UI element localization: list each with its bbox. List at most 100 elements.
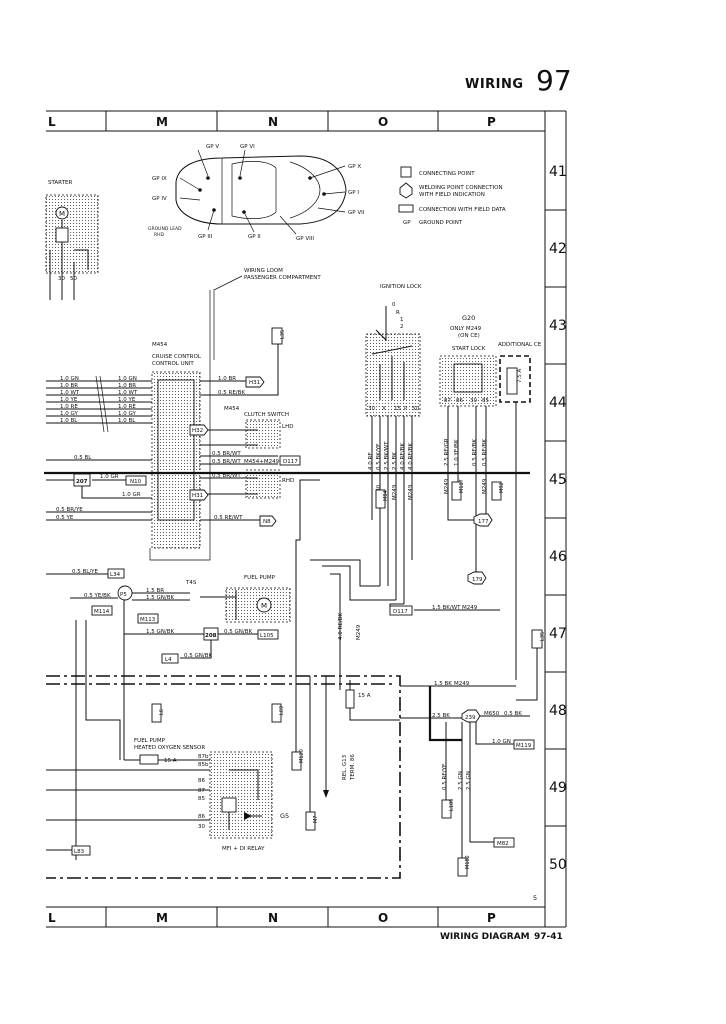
connector-label: 239 (465, 715, 476, 721)
ground-point-dot (198, 188, 202, 192)
gp-label: GP I (348, 190, 359, 196)
lock-position: 2 (400, 324, 404, 330)
wire-label: 1.0 WT (118, 390, 138, 396)
lock-position: 0 (392, 302, 396, 308)
ground-point-dot (322, 192, 326, 196)
connector-label: H31 (192, 493, 203, 499)
row-label: 42 (549, 241, 567, 257)
component-label: IGNITION LOCK (380, 284, 422, 290)
gp-leader (179, 197, 201, 201)
component-label: HEATED OXYGEN SENSOR (134, 745, 205, 751)
start-lock-g20: G20 ONLY M249 (ON CE) START LOCK ADDITIO… (439, 314, 542, 407)
gp-label: GP VIII (296, 236, 314, 242)
rel-label: REL. G13 (342, 754, 348, 780)
diagram-frame (46, 110, 567, 928)
wire-label: M249 (356, 624, 362, 640)
pin-number: P (404, 406, 408, 412)
wire-label: 2.5 RE/GR (444, 438, 450, 466)
component-label: CONTROL UNIT (152, 361, 194, 367)
connector-m117 (451, 481, 462, 501)
wire-label: 4.0 RE (368, 452, 374, 470)
footer-page-ref: 97-41 (534, 932, 563, 942)
connector-label: L6 (159, 709, 165, 715)
connector-label: L35 (280, 330, 286, 339)
connector-label: D117 (393, 609, 408, 615)
wire-label: 0.5 BR/WT (212, 451, 241, 457)
wire-label: M650 (484, 711, 500, 717)
component-label: T4S (185, 580, 197, 586)
lock-position: 1 (400, 317, 404, 323)
col-label: O (378, 911, 388, 925)
gp-label: GP II (248, 234, 261, 240)
wire-label: 0.5 YE (56, 515, 74, 521)
wire-label: 0.5 RE/WT (214, 515, 243, 521)
pin-label: 87b (198, 754, 209, 760)
gp-label: GP X (348, 164, 361, 170)
wire-label: 1.0 YE/BK (454, 439, 460, 466)
wire-label: 0.5 BL (74, 455, 92, 461)
car-body-outline (175, 155, 347, 225)
clutch-switch-lhd (245, 419, 281, 449)
pin-number: 30 (368, 406, 375, 412)
wires-left-lower: 0.5 BL 207 N10 1.0 GR 1.0 GR 0.5 BR/YE 0… (46, 455, 152, 521)
gp-leader (243, 211, 255, 233)
wire-label: 0.5 RE/BK (472, 439, 478, 466)
component-label: CLUTCH SWITCH (244, 412, 289, 418)
gp-leader (197, 149, 209, 177)
fuse-label: 7.5 A (517, 369, 523, 383)
wiring-loom-label: WIRING LOOM (244, 268, 283, 274)
wire-label: M249 (444, 478, 450, 494)
connector-l4 (161, 653, 179, 664)
row-label: 45 (549, 472, 567, 488)
wire-label: 0.5 BR/WT (212, 459, 241, 465)
vertical-wire-bundle: 4.0 RE 0.5 BK/YE 2.5 BK/WT 2.5 BK 4.0 RE… (44, 402, 530, 680)
pin-label: 87 (198, 788, 205, 794)
col-label: P (487, 115, 496, 129)
ground-point-dot (308, 176, 312, 180)
pin-number: 85 (482, 398, 489, 404)
wire-label: 0.5 GN/BK (224, 629, 252, 635)
row-label: 47 (549, 626, 567, 642)
wire-label: M249 (462, 605, 478, 611)
wire-label: 1.0 YE (118, 397, 136, 403)
gp-leader (279, 215, 297, 235)
gp-leader (179, 177, 201, 191)
gp-leader (317, 207, 346, 213)
wire-label: 1.0 BR (60, 383, 78, 389)
gp-label: GP VI (240, 144, 255, 150)
wire-label: 2.5 BK (432, 713, 450, 719)
connector-label: M120 (299, 749, 305, 763)
connector-m182 (457, 857, 468, 877)
connector-label: L105 (260, 633, 274, 639)
col-label: O (378, 115, 388, 129)
component-code: G20 (462, 314, 475, 322)
wire-label: 1.0 BL (118, 418, 136, 424)
pin-label: 85 (198, 796, 205, 802)
component-code: M454 (152, 342, 168, 348)
legend-text: WELDING POINT CONNECTION (419, 185, 503, 191)
wire-label: 1.0 BL (60, 418, 78, 424)
wire-label: 0.5 RE/YE (442, 763, 448, 790)
wire-label: 1.5 GN/BK (146, 595, 174, 601)
col-label: M (156, 911, 168, 925)
connector-m82 (493, 837, 515, 848)
wire-label: 0.5 BL/YE (72, 569, 99, 575)
wires-middle: 179 D117 1.5 BK/WT M249 4.0 RE/BK M249 L… (295, 479, 546, 770)
ground-point-dot (206, 176, 210, 180)
page-number: 97 (536, 64, 572, 97)
legend-text: GP (403, 220, 411, 226)
additional-ce-box (499, 355, 531, 403)
component-code: G5 (280, 812, 289, 820)
component-code: M454 (224, 406, 240, 412)
connector-l83 (71, 845, 91, 856)
connector-label: M113 (140, 617, 156, 623)
wire-label: 4.0 RE/BK (408, 443, 414, 470)
lock-position: R (396, 310, 400, 316)
connector-label: M84 (383, 490, 389, 501)
pin-label: 86 (198, 814, 205, 820)
connector-m84 (375, 489, 386, 509)
gp-leader (239, 149, 246, 177)
connector-l105b (441, 799, 452, 819)
connector-m92 (491, 481, 502, 501)
pin-label: 85b (198, 762, 209, 768)
